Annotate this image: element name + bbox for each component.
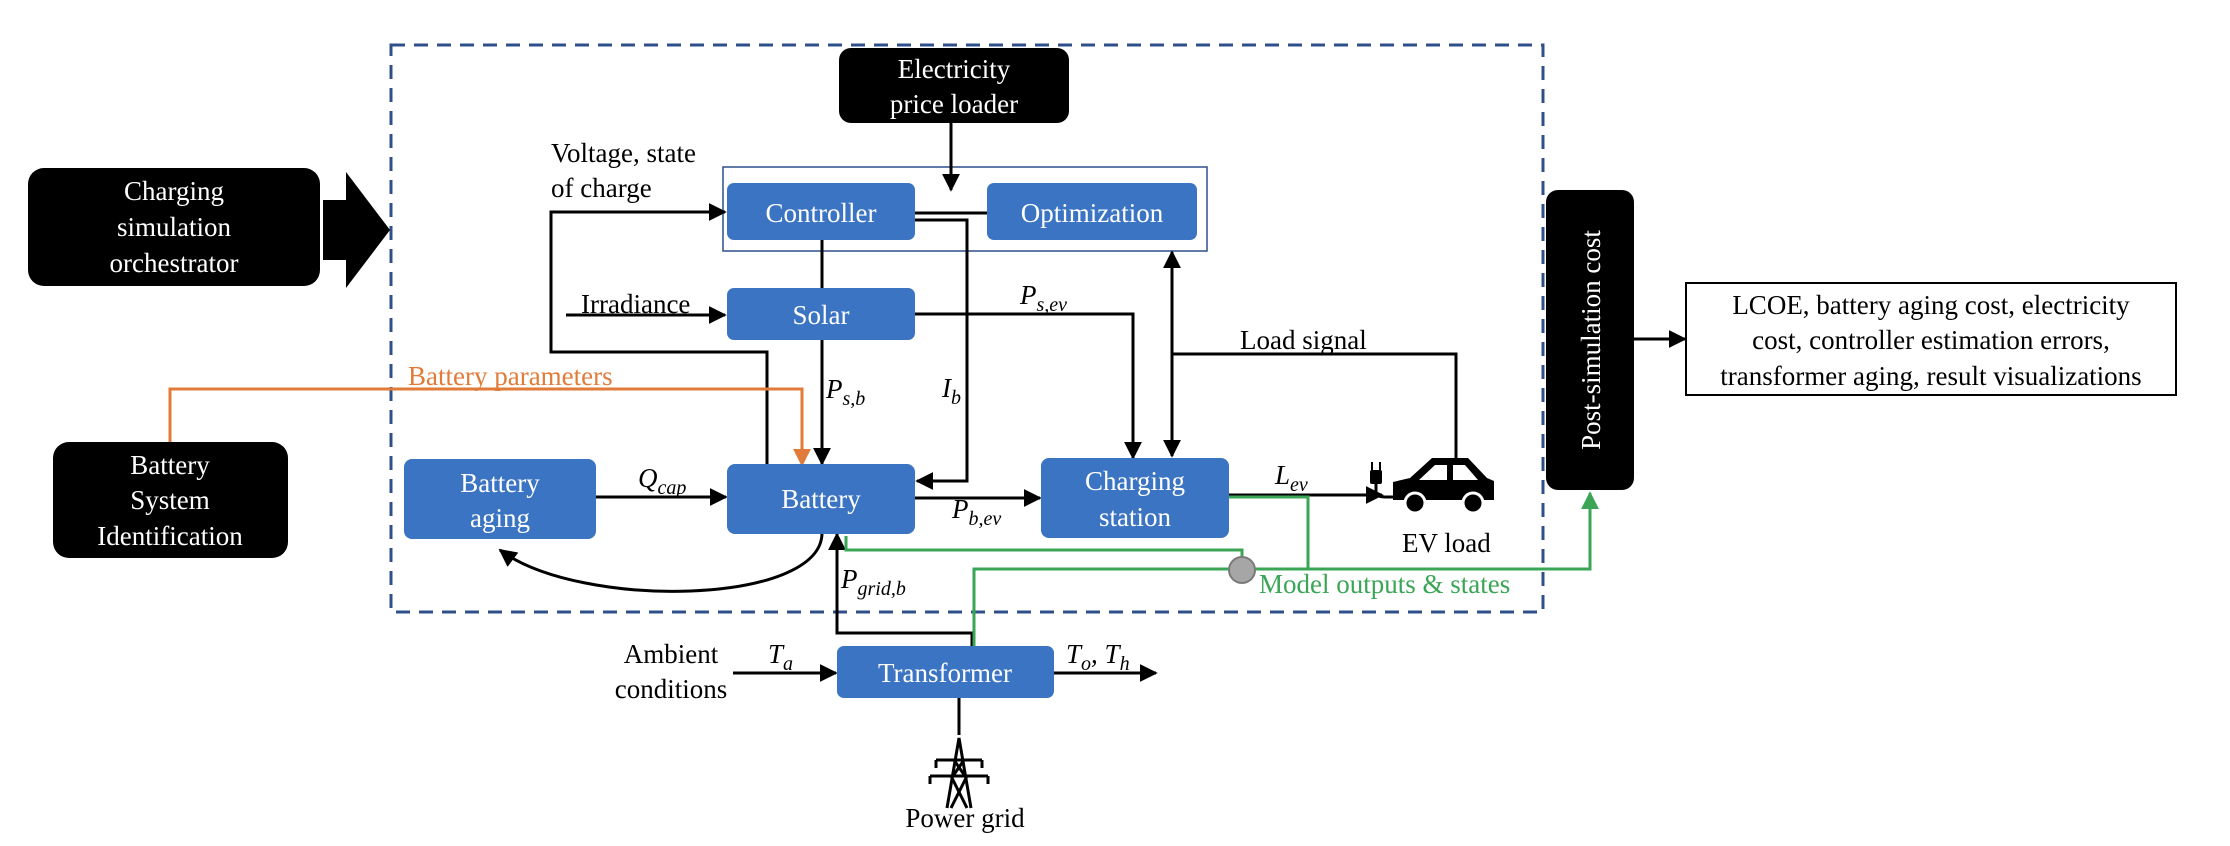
battery-parameters-label: Battery parameters <box>408 361 613 391</box>
battery-aging-block: Battery aging <box>404 459 596 539</box>
symbol-t-a: Ta <box>768 639 793 675</box>
ev-car-icon <box>1370 458 1494 515</box>
results-box: LCOE, battery aging cost, electricity co… <box>1685 282 2177 396</box>
symbol-i-b: Ib <box>941 373 961 409</box>
ambient-line-2: conditions <box>615 674 728 704</box>
bsi-line-1: Battery <box>130 450 210 480</box>
symbol-t-o-t-h: To, Th <box>1066 639 1130 675</box>
irradiance-label: Irradiance <box>581 289 690 319</box>
solar-block: Solar <box>727 288 915 340</box>
arrow-solar-to-charging <box>913 312 1142 460</box>
bsi-line-2: System <box>130 485 210 515</box>
symbol-p-s-ev: Ps,ev <box>1019 280 1067 316</box>
green-line-battery <box>844 536 1244 569</box>
symbol-p-s-b: Ps,b <box>825 374 865 410</box>
controller-block: Controller <box>727 183 915 240</box>
battery-system-identification-block: Battery System Identification <box>53 442 288 558</box>
arrow-model-outputs <box>972 491 1599 650</box>
post-simulation-cost-block: Post-simulation cost <box>1546 190 1634 490</box>
orchestrator-line-2: simulation <box>117 212 231 242</box>
charging-station-block: Charging station <box>1041 458 1229 538</box>
symbol-l-ev: Lev <box>1274 460 1308 496</box>
power-tower-icon <box>928 737 990 809</box>
battery-block: Battery <box>727 464 915 534</box>
price-loader-line-2: price loader <box>890 89 1018 119</box>
solar-label: Solar <box>793 300 850 330</box>
arrow-battery-parameters <box>168 387 811 467</box>
arrow-controller-to-battery <box>915 218 969 490</box>
station-line-2: station <box>1099 502 1171 532</box>
ev-load-label: EV load <box>1402 528 1491 558</box>
results-line-1: LCOE, battery aging cost, electricity <box>1732 290 2130 320</box>
model-outputs-label: Model outputs & states <box>1259 569 1510 599</box>
load-signal-label: Load signal <box>1240 325 1367 355</box>
bsi-line-3: Identification <box>97 521 243 551</box>
orchestrator-arrow <box>323 172 390 288</box>
optimization-label: Optimization <box>1021 198 1164 228</box>
price-loader-line-1: Electricity <box>898 54 1011 84</box>
transformer-label: Transformer <box>878 658 1012 688</box>
voltage-soc-line-2: of charge <box>551 173 652 203</box>
arrow-battery-to-aging <box>498 532 824 593</box>
optimization-block: Optimization <box>987 183 1197 240</box>
controller-label: Controller <box>766 198 877 228</box>
transformer-block: Transformer <box>837 646 1054 698</box>
simulation-boundary <box>389 43 1545 614</box>
orchestrator-line-1: Charging <box>124 176 224 206</box>
electricity-price-loader-block: Electricity price loader <box>839 48 1069 123</box>
aging-line-2: aging <box>470 503 530 533</box>
symbol-p-b-ev: Pb,ev <box>951 494 1001 530</box>
power-grid-label: Power grid <box>905 803 1025 833</box>
ambient-line-1: Ambient <box>624 639 719 669</box>
symbol-p-grid-b: Pgrid,b <box>840 564 906 600</box>
voltage-soc-line-1: Voltage, state <box>551 138 696 168</box>
aging-line-1: Battery <box>460 468 540 498</box>
station-line-1: Charging <box>1085 466 1185 496</box>
model-outputs-junction <box>1228 556 1256 584</box>
charging-simulation-orchestrator-block: Charging simulation orchestrator <box>28 168 320 286</box>
results-line-2: cost, controller estimation errors, <box>1752 325 2110 355</box>
post-sim-label: Post-simulation cost <box>1576 230 1606 450</box>
orchestrator-line-3: orchestrator <box>110 248 239 278</box>
battery-label: Battery <box>781 484 861 514</box>
symbol-q-cap: Qcap <box>638 463 686 499</box>
results-line-3: transformer aging, result visualizations <box>1720 361 2141 391</box>
green-line-charging <box>1228 495 1310 569</box>
line-load-signal <box>1172 352 1458 475</box>
